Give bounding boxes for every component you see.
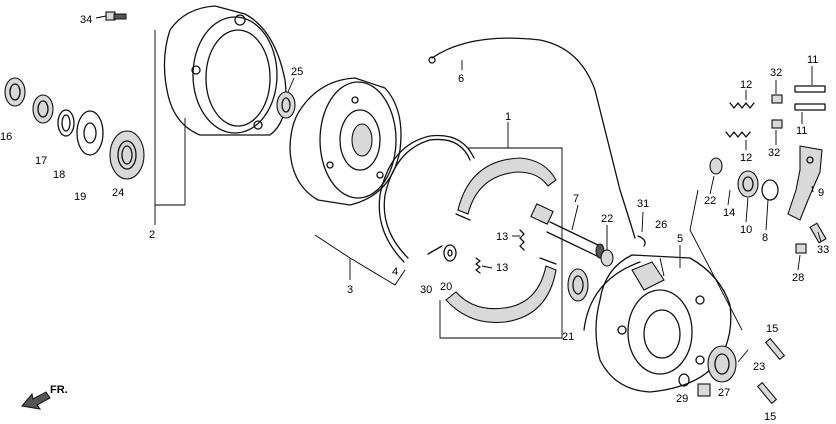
- label-13-lower: 13: [496, 262, 508, 274]
- label-18: 18: [53, 169, 65, 181]
- seal-22-lower: [600, 249, 614, 267]
- stud-15-lower: [756, 381, 778, 405]
- label-16: 16: [0, 131, 12, 143]
- label-2: 2: [149, 229, 155, 241]
- label-21: 21: [562, 331, 574, 343]
- label-6: 6: [458, 73, 464, 85]
- seal-23: [707, 345, 737, 383]
- label-29: 29: [676, 393, 688, 405]
- pin-30: [427, 245, 443, 255]
- label-10: 10: [740, 224, 752, 236]
- brake-shoe-upper: [455, 157, 557, 221]
- label-32-lower: 32: [768, 147, 780, 159]
- washer-29: [678, 373, 690, 387]
- label-8: 8: [762, 232, 768, 244]
- collar-32-lower: [771, 119, 783, 129]
- washer-22-upper: [709, 157, 723, 175]
- label-17: 17: [35, 155, 47, 167]
- leader-lines: [95, 15, 822, 363]
- label-20: 20: [440, 281, 452, 293]
- label-13-upper: 13: [496, 231, 508, 243]
- label-15-upper: 15: [766, 323, 778, 335]
- cam-shaft-7: [530, 203, 605, 259]
- label-22-lower: 22: [601, 213, 613, 225]
- label-33: 33: [817, 244, 829, 256]
- label-14: 14: [723, 207, 735, 219]
- cable-6: [428, 37, 636, 239]
- label-32-upper: 32: [770, 67, 782, 79]
- label-31: 31: [637, 198, 649, 210]
- group-bracket-1: [439, 122, 563, 339]
- brake-panel-5: [583, 254, 732, 393]
- nut-27: [697, 383, 711, 397]
- label-34: 34: [80, 14, 92, 26]
- bolt-34: [105, 11, 127, 21]
- label-7: 7: [573, 193, 579, 205]
- washer-18: [57, 109, 75, 137]
- seal-21: [567, 268, 589, 302]
- label-1: 1: [505, 111, 511, 123]
- arm-9: [787, 145, 823, 221]
- group-bracket-3: [314, 234, 406, 286]
- label-23: 23: [753, 361, 765, 373]
- label-28: 28: [792, 272, 804, 284]
- front-direction-label: FR.: [50, 384, 68, 396]
- label-4: 4: [392, 266, 398, 278]
- group-bracket-5: [679, 189, 743, 331]
- spring-13: [475, 229, 525, 274]
- label-27: 27: [718, 387, 730, 399]
- o-ring-26: [659, 257, 665, 277]
- snap-ring-4: [378, 134, 475, 263]
- front-direction-arrow: FR.: [21, 384, 68, 410]
- label-15-lower: 15: [764, 411, 776, 423]
- label-11-upper: 11: [807, 54, 818, 66]
- label-22-upper: 22: [704, 195, 716, 207]
- spring-12-lower: [725, 131, 751, 138]
- stud-15-upper: [764, 337, 786, 361]
- oil-seal-24: [109, 130, 145, 180]
- indicator-8: [761, 179, 779, 201]
- label-11-lower: 11: [796, 125, 807, 137]
- label-3: 3: [347, 284, 353, 296]
- label-24: 24: [112, 187, 124, 199]
- brake-drum-3: [289, 77, 402, 206]
- spring-12-upper: [729, 102, 755, 109]
- label-19: 19: [74, 191, 86, 203]
- nut-28: [795, 243, 807, 254]
- group-bracket-2: [154, 30, 186, 225]
- label-26: 26: [655, 219, 667, 231]
- washer-19: [76, 110, 104, 156]
- collar-17: [32, 94, 54, 124]
- seal-10: [737, 170, 759, 198]
- washer-20: [443, 244, 457, 262]
- collar-32-upper: [771, 94, 783, 104]
- bearing-16: [4, 77, 26, 107]
- label-12-upper: 12: [740, 79, 752, 91]
- drum-cover: [163, 5, 287, 136]
- brake-shoe-lower: [445, 257, 557, 324]
- label-5: 5: [677, 233, 683, 245]
- label-12-lower: 12: [740, 152, 752, 164]
- clip-31: [637, 235, 646, 247]
- seal-25: [276, 91, 296, 119]
- label-30: 30: [420, 284, 432, 296]
- pin-11-upper: [794, 85, 826, 93]
- part-number-labels: 1 2 3 4 5 6 7 8 9 10 11 11 12 12 13 13 1…: [0, 14, 829, 423]
- pin-11-lower: [794, 103, 826, 111]
- label-9: 9: [818, 187, 824, 199]
- label-25: 25: [291, 66, 303, 78]
